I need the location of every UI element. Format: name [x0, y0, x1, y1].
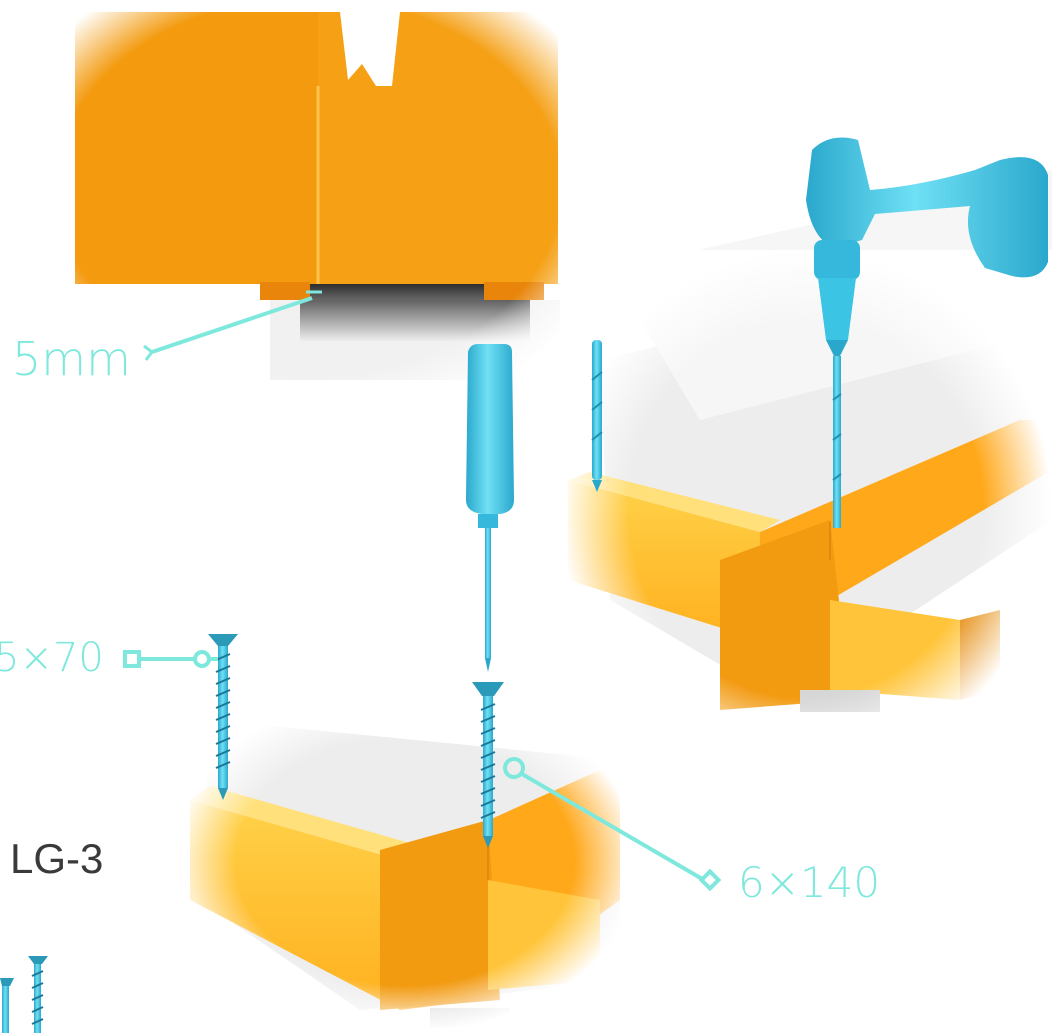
screw-small-label: 5×70 — [0, 635, 104, 681]
gap-label: 5mm — [12, 332, 131, 386]
gap-detail-view — [75, 12, 595, 402]
callout-6x140 — [503, 757, 722, 892]
part-code-label: LG-3 — [10, 835, 104, 882]
screw-icon — [208, 634, 238, 800]
screw-large-label: 6×140 — [738, 858, 881, 907]
screw-icon — [0, 978, 14, 1033]
right-corner-assembly — [560, 170, 1052, 770]
drill-bit-icon — [591, 340, 603, 492]
bottom-corner-assembly — [170, 690, 640, 1033]
screw-icon — [28, 956, 48, 1033]
drill-icon — [806, 137, 1048, 528]
screw-icon — [472, 682, 504, 848]
screwdriver-icon — [466, 344, 514, 672]
callout-5x70 — [123, 650, 218, 668]
